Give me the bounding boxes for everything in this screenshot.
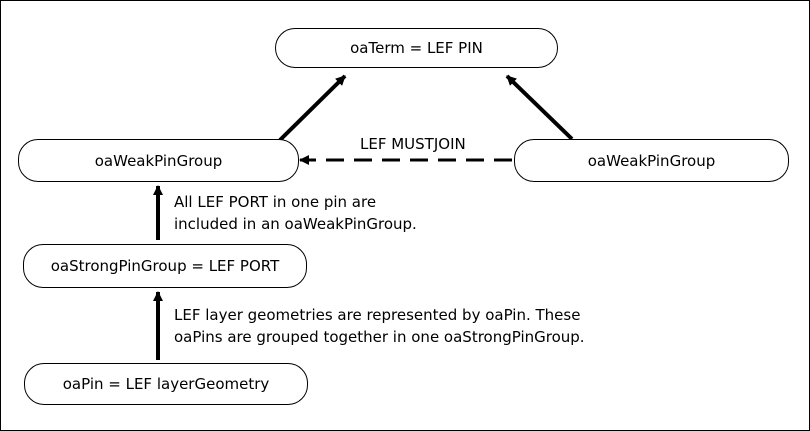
edge-weak-right-to-term (505, 74, 574, 141)
note-port-grouping: All LEF PORT in one pin are included in … (174, 191, 417, 235)
note-geometry-grouping: LEF layer geometries are represented by … (174, 304, 585, 348)
node-weak-pin-group-right: oaWeakPinGroup (514, 139, 789, 182)
edge-label-mustjoin: LEF MUSTJOIN (356, 133, 470, 155)
node-oapin-label: oaPin = LEF layerGeometry (62, 375, 270, 393)
node-oapin: oaPin = LEF layerGeometry (24, 363, 308, 405)
node-strong-pin-group: oaStrongPinGroup = LEF PORT (23, 244, 307, 288)
note-port-grouping-line1: All LEF PORT in one pin are (174, 193, 377, 211)
node-strong-pin-group-label: oaStrongPinGroup = LEF PORT (50, 257, 280, 275)
node-oaterm: oaTerm = LEF PIN (275, 28, 558, 68)
node-weak-pin-group-right-label: oaWeakPinGroup (587, 151, 716, 170)
edge-weak-left-to-term (278, 74, 347, 142)
node-weak-pin-group-left: oaWeakPinGroup (18, 139, 299, 182)
node-oaterm-label: oaTerm = LEF PIN (350, 39, 483, 57)
note-geometry-grouping-line1: LEF layer geometries are represented by … (174, 306, 581, 324)
note-port-grouping-line2: included in an oaWeakPinGroup. (174, 215, 417, 233)
note-geometry-grouping-line2: oaPins are grouped together in one oaStr… (174, 328, 585, 346)
node-weak-pin-group-left-label: oaWeakPinGroup (94, 151, 223, 170)
